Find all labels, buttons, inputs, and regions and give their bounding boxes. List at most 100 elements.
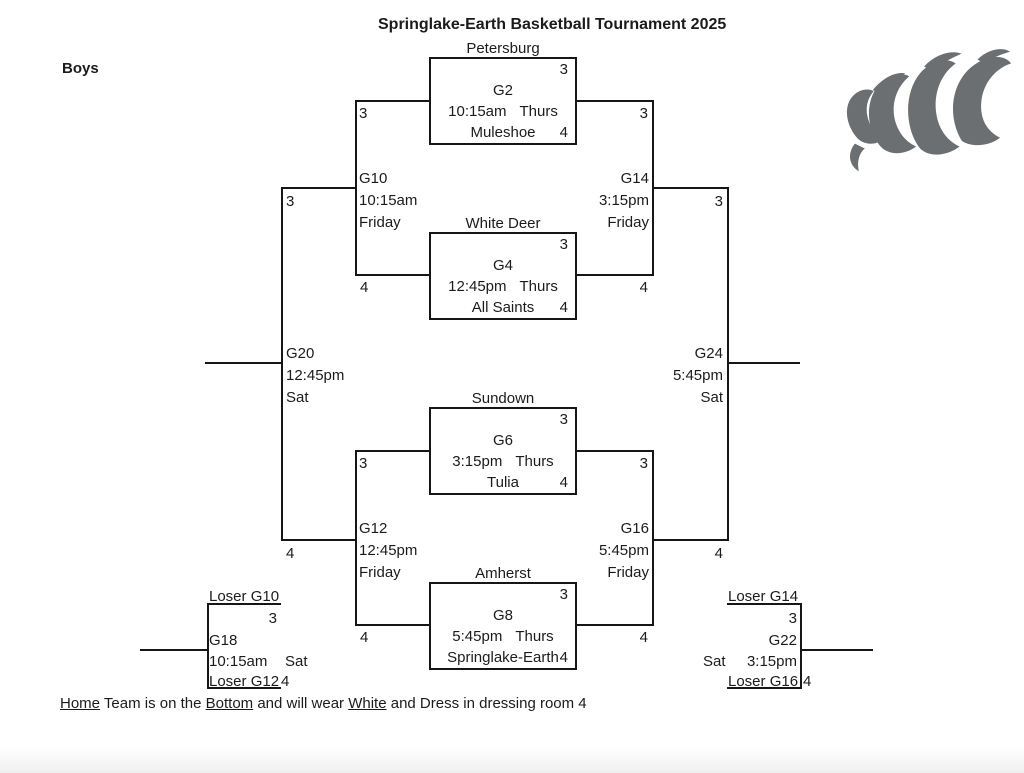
dress-room-number: 4: [639, 629, 648, 646]
game-id: G8: [492, 607, 513, 624]
bracket-line: [652, 450, 654, 626]
game-day: Friday: [359, 564, 401, 581]
bracket-line: [207, 603, 281, 605]
note-word-home: Home: [60, 695, 101, 712]
team-name-top: White Deer: [465, 215, 541, 232]
game-time: 5:45pm: [672, 367, 723, 384]
dress-room-number: 4: [360, 629, 369, 646]
feeder-team-bottom: Loser G16: [728, 673, 799, 690]
feeder-team-bottom: Loser G12: [209, 673, 280, 690]
game-id: G22: [768, 632, 797, 649]
bracket-line: [577, 450, 654, 452]
dress-room-number: 3: [559, 236, 568, 253]
footer-note: Home Team is on the Bottom and will wear…: [60, 695, 587, 712]
game-time: 12:45pm: [448, 278, 507, 295]
bracket-line: [281, 539, 357, 541]
game-day: Thurs: [515, 453, 554, 470]
game-day: Thurs: [515, 628, 554, 645]
game-time: 3:15pm: [746, 653, 797, 670]
game-day: Friday: [607, 214, 649, 231]
game-time: 12:45pm: [286, 367, 345, 384]
dress-room-number: 3: [559, 61, 568, 78]
game-time: 3:15pm: [452, 453, 503, 470]
game-id: G18: [209, 632, 238, 649]
dress-room-number: 3: [559, 411, 568, 428]
game-time: 5:45pm: [598, 542, 649, 559]
dress-room-number: 3: [714, 193, 723, 210]
game-day: Sat: [286, 389, 309, 406]
bracket-line: [727, 187, 729, 541]
bracket-line: [205, 362, 281, 364]
game-id: G16: [620, 520, 649, 537]
dress-room-number: 4: [559, 299, 568, 316]
game-g16-label: G16 5:45pm Friday: [560, 518, 649, 584]
dress-room-number: 3: [559, 586, 568, 603]
game-time: 10:15am: [209, 653, 268, 670]
game-id: G14: [620, 170, 649, 187]
game-time: 3:15pm: [598, 192, 649, 209]
dress-room-number: 3: [639, 455, 648, 472]
game-box: 3 G4 12:45pm Thurs All Saints 4: [429, 232, 577, 320]
claw-logo: [846, 49, 1012, 172]
game-id: G12: [359, 520, 388, 537]
bracket-line: [140, 649, 207, 651]
team-name-bottom: Tulia: [487, 474, 519, 491]
bracket-line: [577, 100, 654, 102]
bracket-line: [281, 187, 357, 189]
division-label: Boys: [62, 60, 99, 77]
feeder-team-top: Loser G10: [209, 588, 280, 605]
dress-room-number: 3: [788, 610, 797, 627]
bracket-line: [355, 100, 429, 102]
game-id: G10: [359, 170, 388, 187]
bracket-line: [727, 603, 802, 605]
game-id: G24: [694, 345, 723, 362]
team-name-bottom: Muleshoe: [470, 124, 536, 141]
dress-room-number: 4: [714, 545, 723, 562]
game-day: Friday: [607, 564, 649, 581]
dress-room-number: 4: [559, 124, 568, 141]
bracket-line: [281, 187, 283, 541]
team-name-bottom: All Saints: [471, 299, 535, 316]
game-g10-label: G10 10:15am Friday: [359, 168, 417, 234]
game-day: Sat: [700, 389, 723, 406]
game-id: G4: [492, 257, 513, 274]
bracket-line: [207, 687, 281, 689]
game-g4: White Deer 3 G4 12:45pm Thurs All Saints 4: [429, 216, 577, 320]
dress-room-number: 3: [639, 105, 648, 122]
game-g12-label: G12 12:45pm Friday: [359, 518, 417, 584]
team-name-top: Sundown: [471, 390, 535, 407]
game-time: 10:15am: [448, 103, 507, 120]
bracket-line: [652, 187, 729, 189]
game-day: Sat: [703, 653, 726, 670]
dress-room-number: 4: [281, 673, 290, 690]
game-day: Thurs: [519, 278, 558, 295]
bracket-line: [355, 450, 357, 626]
team-name-bottom: Springlake-Earth: [447, 649, 559, 666]
bracket-line: [207, 603, 209, 689]
dress-room-number: 4: [803, 673, 812, 690]
dress-room-number: 4: [286, 545, 295, 562]
game-time: 12:45pm: [359, 542, 418, 559]
game-id: G20: [286, 345, 315, 362]
dress-room-number: 4: [559, 649, 568, 666]
game-g14-label: G14 3:15pm Friday: [560, 168, 649, 234]
dress-room-number: 4: [559, 474, 568, 491]
note-word-bottom: Bottom: [205, 695, 254, 712]
dress-room-number: 4: [639, 279, 648, 296]
note-word-white: White: [348, 695, 387, 712]
team-name-top: Petersburg: [466, 40, 540, 57]
bracket-line: [652, 539, 729, 541]
bracket-line: [577, 624, 654, 626]
team-name-top: Amherst: [475, 565, 531, 582]
bracket-line: [800, 603, 802, 689]
bracket-line: [355, 624, 429, 626]
bracket-line: [727, 687, 802, 689]
game-day: Thurs: [519, 103, 558, 120]
game-g24-label: G24 5:45pm Sat: [634, 343, 723, 409]
game-g20-label: G20 12:45pm Sat: [286, 343, 344, 409]
dress-room-number: 3: [286, 193, 295, 210]
